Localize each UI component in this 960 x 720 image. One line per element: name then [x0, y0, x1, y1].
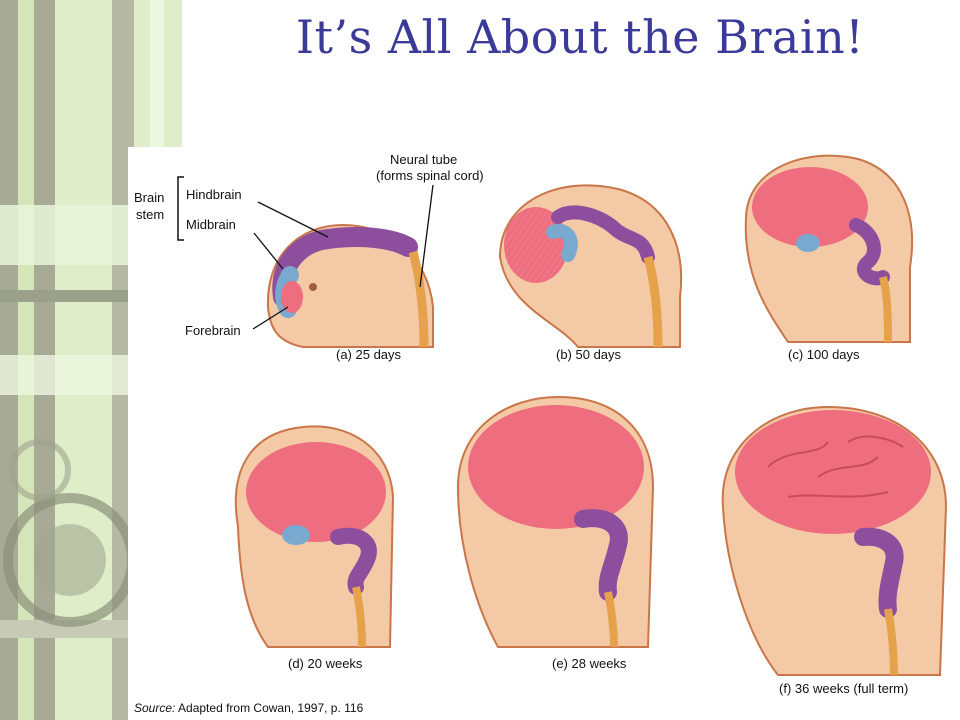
label-brain-stem-line2: stem — [136, 207, 164, 222]
caption-stage-a: (a) 25 days — [336, 347, 402, 362]
stage-b-embryo-illustration — [498, 184, 683, 348]
brain-stem-bracket — [177, 176, 184, 241]
caption-stage-e: (e) 28 weeks — [552, 656, 627, 671]
caption-stage-b: (b) 50 days — [556, 347, 622, 362]
label-brain-stem-line1: Brain — [134, 190, 164, 205]
source-label: Source: — [134, 701, 175, 715]
label-neural-tube-line1: Neural tube — [390, 152, 457, 167]
midbrain-leader-line — [253, 232, 284, 270]
source-citation: Source: Adapted from Cowan, 1997, p. 116 — [134, 701, 364, 715]
stage-c-fetus-illustration — [744, 154, 914, 343]
stage-e-fetus-illustration — [456, 395, 655, 648]
stage-a-embryo-illustration — [266, 223, 434, 348]
label-hindbrain: Hindbrain — [186, 187, 242, 202]
caption-stage-d: (d) 20 weeks — [288, 656, 363, 671]
caption-stage-c: (c) 100 days — [788, 347, 860, 362]
stage-d-fetus-illustration — [234, 425, 395, 648]
neural-tube-leader-line — [419, 184, 434, 288]
brain-development-figure: Brain stem Hindbrain Midbrain Forebrain … — [128, 147, 960, 720]
label-midbrain: Midbrain — [186, 217, 236, 232]
hindbrain-leader-line — [257, 201, 329, 238]
slide-title: It’s All About the Brain! — [295, 10, 865, 64]
caption-stage-f: (f) 36 weeks (full term) — [779, 681, 908, 696]
label-neural-tube-line2: (forms spinal cord) — [376, 168, 484, 183]
label-forebrain: Forebrain — [185, 323, 241, 338]
stage-f-infant-illustration — [721, 405, 948, 676]
source-text: Adapted from Cowan, 1997, p. 116 — [178, 701, 364, 715]
forebrain-leader-line — [252, 306, 289, 330]
